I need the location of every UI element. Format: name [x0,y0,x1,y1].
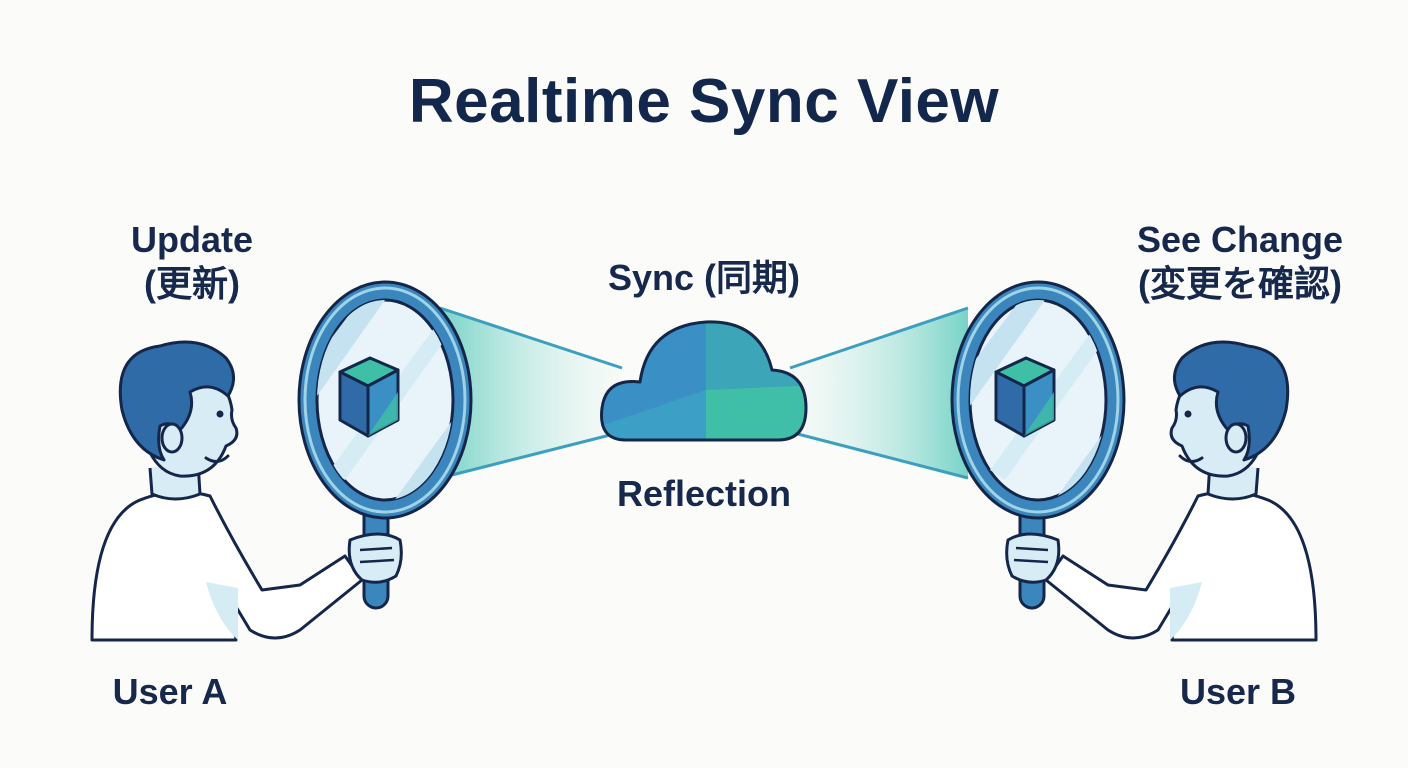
update-label-line2: (更新) [144,263,240,304]
see-change-label: See Change (変更を確認) [1100,218,1380,306]
see-change-label-line1: See Change [1136,219,1344,260]
reflection-label: Reflection [616,473,792,514]
update-label-line1: Update [130,219,253,260]
page-title: Realtime Sync View [408,67,1000,136]
beam-left [439,306,623,480]
magnifier-icon-user-a [297,280,473,610]
person-icon-user-b [1044,340,1318,642]
cube-icon-user-a [338,356,400,438]
sync-label: Sync (同期) [607,257,801,298]
magnifier-icon-user-b [950,280,1126,610]
cloud-icon [600,320,808,442]
user-b-label: User B [1179,671,1297,712]
cube-icon-user-b [994,356,1056,438]
see-change-label-line2: (変更を確認) [1138,263,1342,304]
user-a-label: User A [112,671,228,712]
update-label: Update (更新) [92,218,292,306]
person-icon-user-a [90,340,364,642]
beam-right [789,306,969,480]
